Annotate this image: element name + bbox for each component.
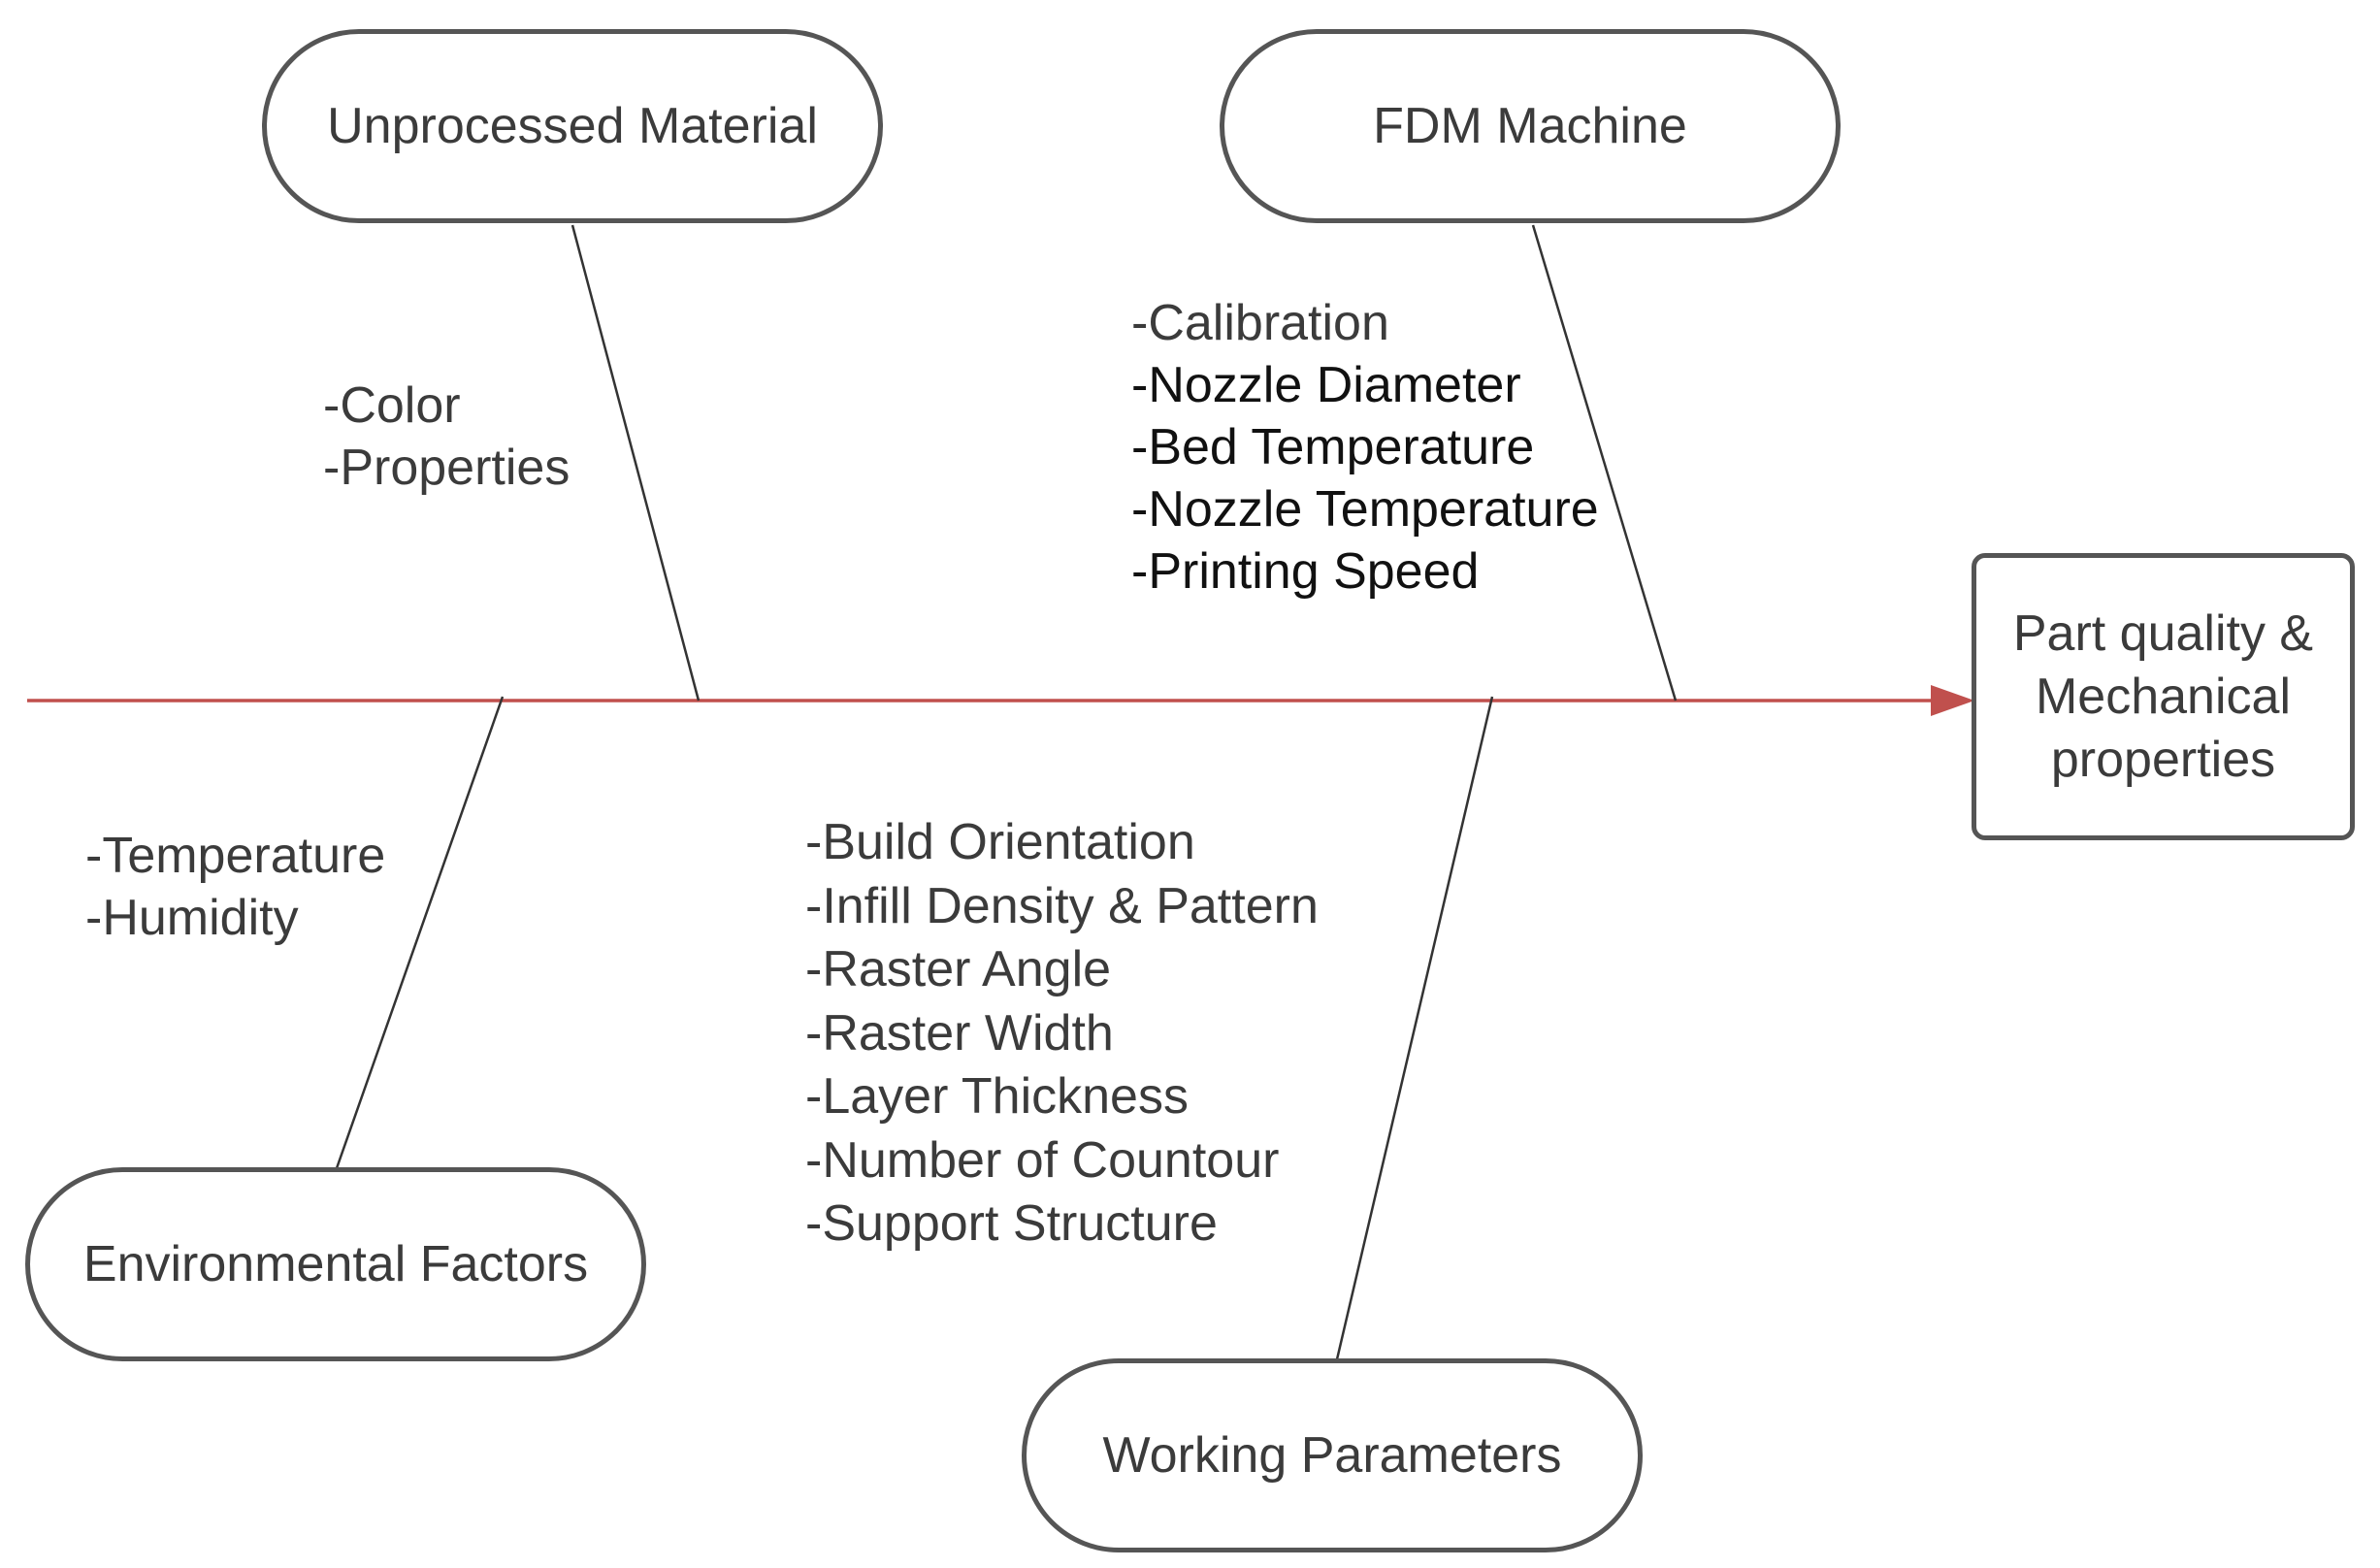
cause-item: -Layer Thickness [805, 1068, 1189, 1125]
cause-item: -Humidity [85, 890, 299, 946]
branch-fdm-machine [1531, 224, 1678, 702]
category-environmental-factors-label: Environmental Factors [82, 1235, 589, 1292]
cause-item: -Nozzle Temperature [1131, 481, 1599, 538]
cause-item: -Build Orientation [805, 814, 1195, 870]
category-working-parameters: Working Parameters [1022, 1358, 1643, 1552]
category-fdm-machine: FDM Machine [1220, 29, 1841, 223]
cause-item: -Properties [323, 440, 571, 496]
cause-item: -Raster Angle [805, 941, 1112, 997]
category-unprocessed-material: Unprocessed Material [262, 29, 883, 223]
cause-item: -Bed Temperature [1131, 419, 1535, 475]
cause-item: -Printing Speed [1131, 543, 1480, 600]
branch-working-parameters [1335, 696, 1494, 1360]
cause-item: -Support Structure [805, 1195, 1218, 1252]
spine-arrowhead [1931, 685, 1974, 716]
effect-line-3: properties [2050, 731, 2276, 788]
cause-item: -Number of Countour [805, 1131, 1280, 1189]
unprocessed-material-causes: -Color -Properties [323, 375, 570, 499]
effect-box: Part quality & Mechanical properties [1972, 553, 2355, 840]
cause-item: -Infill Density & Pattern [805, 877, 1319, 934]
effect-line-2: Mechanical [2035, 668, 2292, 725]
cause-item: -Raster Width [805, 1004, 1114, 1062]
cause-item: -Temperature [85, 828, 386, 884]
branch-environmental-factors [335, 696, 505, 1169]
branch-unprocessed-material [571, 224, 701, 702]
working-parameters-causes: -Build Orientation -Infill Density & Pat… [805, 811, 1319, 1257]
category-fdm-machine-label: FDM Machine [1373, 97, 1687, 154]
cause-item: -Calibration [1131, 295, 1389, 351]
cause-item: -Color [323, 377, 461, 434]
environmental-factors-causes: -Temperature -Humidity [85, 825, 385, 949]
cause-item: -Nozzle Diameter [1131, 357, 1521, 413]
category-unprocessed-material-label: Unprocessed Material [327, 97, 818, 154]
effect-line-1: Part quality & [2012, 604, 2314, 662]
fdm-machine-causes: -Calibration -Nozzle Diameter -Bed Tempe… [1131, 292, 1599, 603]
category-environmental-factors: Environmental Factors [25, 1167, 646, 1361]
category-working-parameters-label: Working Parameters [1102, 1426, 1562, 1484]
